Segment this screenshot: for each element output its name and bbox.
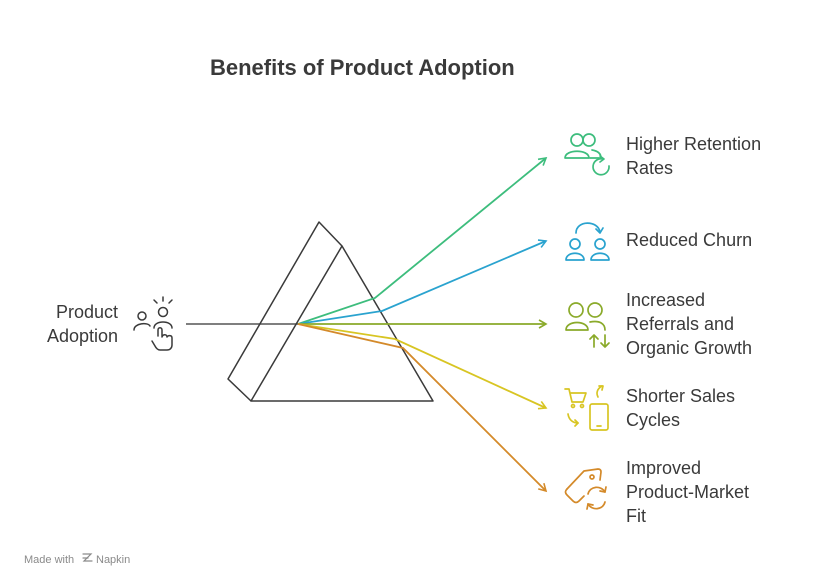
cart-phone-icon (564, 385, 609, 431)
benefit-label-sales-cycles-line-1: Shorter Sales (626, 386, 735, 406)
footer-brand: Napkin (96, 554, 130, 566)
diagram-title: Benefits of Product Adoption (210, 55, 515, 80)
benefit-label-referrals-line-2: Referrals and (626, 314, 734, 334)
refracted-beams (297, 156, 548, 493)
prism (227, 221, 434, 402)
benefit-label-product-market-fit-line-1: Improved (626, 458, 701, 478)
beam-sales-cycles (297, 323, 548, 410)
benefit-label-referrals-line-1: Increased (626, 290, 705, 310)
source-label-line-1: Product (56, 302, 118, 322)
benefit-label-reduced-churn: Reduced Churn (626, 230, 752, 250)
beam-product-market-fit (297, 323, 548, 493)
benefit-label-product-market-fit-line-3: Fit (626, 506, 646, 526)
user-tap-icon (133, 296, 173, 351)
benefit-label-sales-cycles-line-2: Cycles (626, 410, 680, 430)
footer-made-with: Made with (24, 554, 74, 566)
benefit-label-product-market-fit-line-2: Product-Market (626, 482, 749, 502)
tag-refresh-icon (564, 468, 607, 510)
napkin-logo-icon (82, 553, 93, 562)
users-refresh-icon (564, 133, 610, 176)
source-label-line-2: Adoption (47, 326, 118, 346)
users-growth-icon (565, 302, 610, 348)
beam-higher-retention (297, 156, 548, 325)
benefit-label-higher-retention-line-1: Higher Retention (626, 134, 761, 154)
benefit-label-higher-retention-line-2: Rates (626, 158, 673, 178)
beam-reduced-churn (297, 239, 548, 325)
users-cycle-icon (565, 222, 610, 261)
benefit-label-referrals-line-3: Organic Growth (626, 338, 752, 358)
